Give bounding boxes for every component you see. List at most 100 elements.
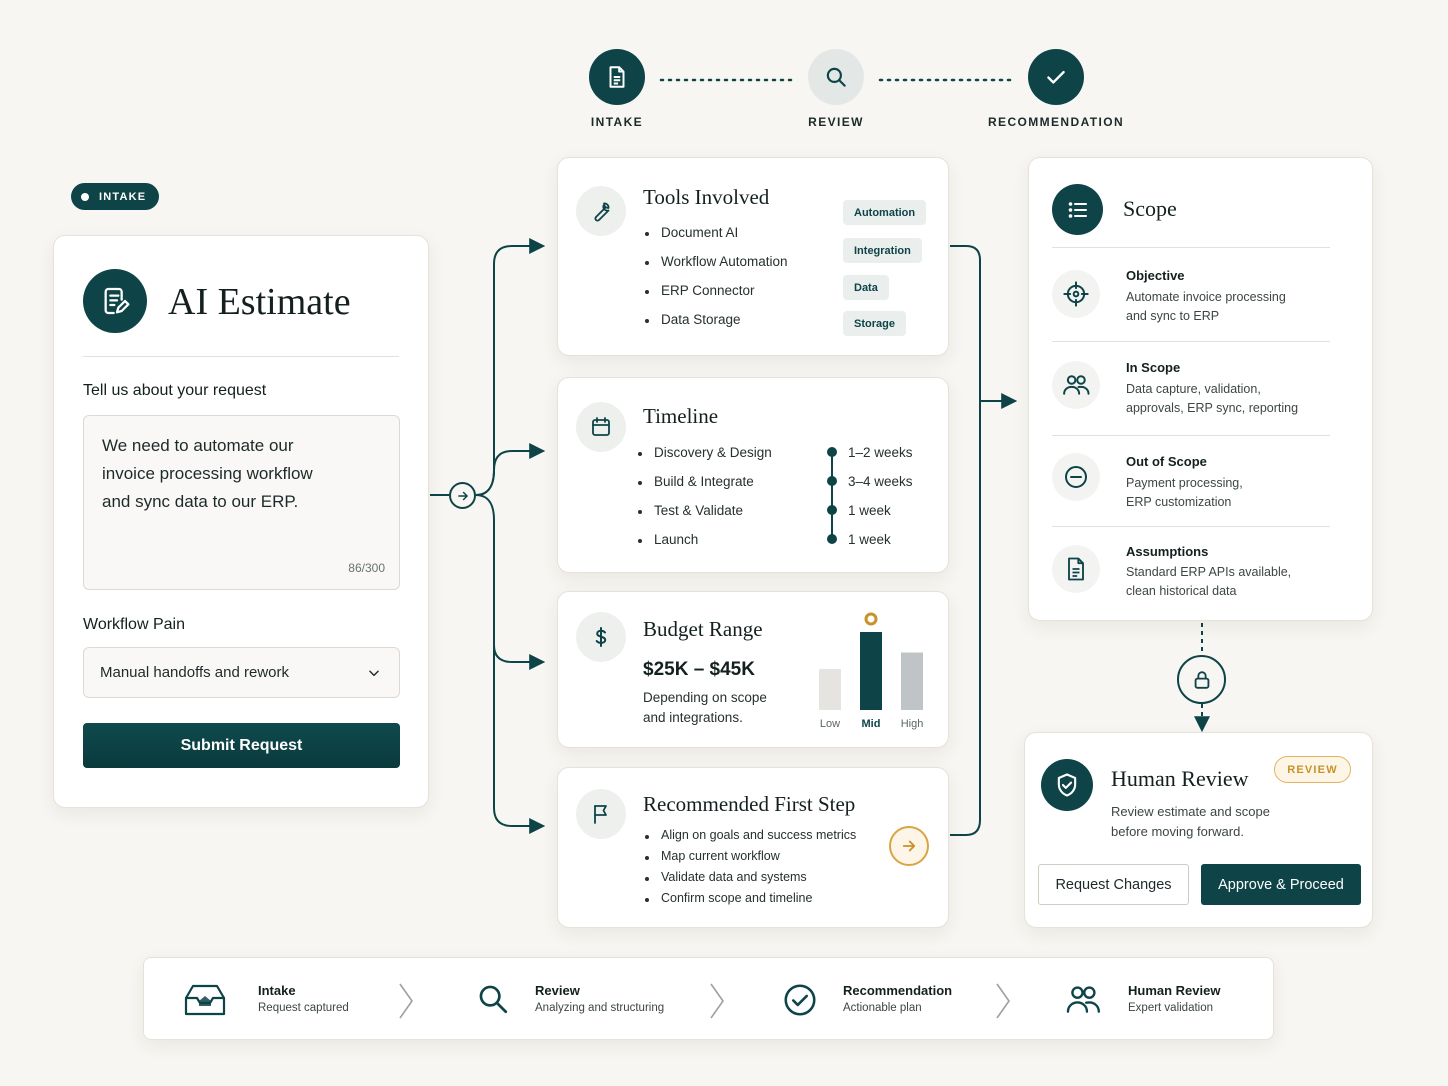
- first-step-icon-badge: [576, 789, 626, 839]
- scope-row-title: Objective: [1126, 268, 1185, 283]
- edit-document-icon: [104, 287, 130, 315]
- flow-step-sub: Expert validation: [1128, 1002, 1214, 1014]
- flow-step-title: Recommendation: [843, 983, 953, 998]
- scope-card: Scope Objective Automate invoice process…: [1028, 157, 1373, 621]
- budget-icon-badge: [576, 612, 626, 662]
- chevron-right-icon: [710, 983, 724, 1019]
- timeline-duration: 1 week: [848, 532, 891, 547]
- step-recommendation-label: RECOMMENDATION: [987, 115, 1125, 129]
- search-icon: [479, 985, 508, 1014]
- timeline-track: [831, 451, 833, 539]
- tag-integration: Integration: [843, 238, 922, 263]
- budget-bar-label: High: [901, 718, 924, 730]
- tools-title: Tools Involved: [643, 185, 770, 209]
- tools-list-item: Workflow Automation: [644, 254, 788, 283]
- check-circle-icon: [784, 984, 816, 1016]
- scope-title: Scope: [1123, 196, 1177, 221]
- minus-circle-icon: [1065, 466, 1087, 488]
- human-review-card: Human Review REVIEW Review estimate and …: [1024, 732, 1373, 928]
- budget-card: Budget Range $25K – $45K Depending on sc…: [557, 591, 949, 748]
- list-icon: [1068, 201, 1087, 218]
- chevron-right-icon: [399, 983, 413, 1019]
- tools-list-item: Data Storage: [644, 312, 788, 341]
- timeline-duration: 3–4 weeks: [848, 474, 913, 489]
- flow-step-title: Human Review: [1128, 983, 1221, 998]
- budget-note: Depending on scope and integrations.: [643, 690, 767, 725]
- pain-label: Workflow Pain: [83, 616, 185, 633]
- tag-automation: Automation: [843, 200, 927, 225]
- scope-divider: [1052, 526, 1330, 527]
- request-label: Tell us about your request: [83, 382, 267, 399]
- flow-step-sub: Actionable plan: [843, 1002, 922, 1014]
- request-changes-label: Request Changes: [1055, 876, 1172, 893]
- scope-row-text: Data capture, validation, approvals, ERP…: [1126, 382, 1299, 415]
- calendar-icon: [592, 417, 610, 436]
- scope-row-icon: [1052, 270, 1100, 318]
- bottom-flow-bar: Intake Request captured Review Analyzing…: [143, 957, 1274, 1040]
- review-badge-label: REVIEW: [1287, 763, 1338, 776]
- first-step-list: Align on goals and success metrics Map c…: [644, 828, 856, 912]
- budget-title: Budget Range: [643, 617, 763, 641]
- scope-row-icon: [1052, 361, 1100, 409]
- approve-proceed-button[interactable]: Approve & Proceed: [1201, 864, 1361, 905]
- step-review-label: REVIEW: [808, 115, 864, 129]
- approve-proceed-label: Approve & Proceed: [1218, 876, 1344, 893]
- tools-list-item: Document AI: [644, 225, 788, 254]
- scope-row-icon: [1052, 453, 1100, 501]
- dollar-icon: [595, 627, 607, 647]
- submit-request-button[interactable]: Submit Request: [83, 723, 400, 768]
- budget-marker: [864, 612, 878, 626]
- arrow-right-icon: [457, 491, 468, 500]
- search-icon: [826, 67, 846, 87]
- document-icon: [1068, 557, 1084, 581]
- step-review[interactable]: [808, 49, 864, 105]
- tools-list: Document AI Workflow Automation ERP Conn…: [644, 225, 788, 341]
- lock-icon: [1194, 670, 1209, 689]
- chevron-right-icon: [996, 983, 1010, 1019]
- check-icon: [1047, 70, 1065, 84]
- step-intake[interactable]: [589, 49, 645, 105]
- document-icon: [609, 66, 625, 88]
- wrench-icon: [594, 202, 610, 222]
- ai-estimate-card: AI Estimate Tell us about your request W…: [53, 235, 429, 808]
- review-icon-badge: [1041, 759, 1093, 811]
- branch-arrow-node: [449, 482, 476, 509]
- scope-divider: [1052, 341, 1330, 342]
- workflow-pain-select[interactable]: Manual handoffs and rework: [83, 647, 400, 698]
- review-text: Review estimate and scope before moving …: [1111, 804, 1270, 839]
- scope-icon-badge: [1052, 184, 1103, 235]
- target-icon: [1063, 281, 1089, 307]
- timeline-phase: Launch: [637, 532, 772, 561]
- timeline-dot: [827, 447, 837, 457]
- timeline-phases: Discovery & Design Build & Integrate Tes…: [637, 445, 772, 561]
- first-step-go-button[interactable]: [889, 826, 929, 866]
- timeline-phase: Discovery & Design: [637, 445, 772, 474]
- intake-badge: INTAKE: [71, 183, 159, 210]
- users-icon: [1063, 375, 1090, 395]
- inbox-icon: [184, 984, 226, 1016]
- scope-divider: [1052, 247, 1330, 248]
- timeline-phase: Test & Validate: [637, 503, 772, 532]
- request-textarea[interactable]: We need to automate our invoice processi…: [83, 415, 400, 590]
- pain-select-value: Manual handoffs and rework: [100, 664, 290, 681]
- flow-step-title: Review: [535, 983, 580, 998]
- users-icon: [1066, 986, 1101, 1013]
- arrow-right-icon: [902, 840, 916, 852]
- request-changes-button[interactable]: Request Changes: [1038, 864, 1189, 905]
- request-text: We need to automate our invoice processi…: [102, 436, 313, 511]
- scope-row-title: In Scope: [1126, 360, 1181, 375]
- scope-row-text: Standard ERP APIs available, clean histo…: [1126, 565, 1292, 598]
- estimate-divider: [83, 356, 399, 357]
- first-step-item: Validate data and systems: [644, 870, 856, 891]
- scope-row-text: Automate invoice processing and sync to …: [1126, 290, 1286, 323]
- step-recommendation[interactable]: [1028, 49, 1084, 105]
- timeline-dot: [827, 476, 837, 486]
- scope-row-title: Out of Scope: [1126, 454, 1207, 469]
- tag-storage: Storage: [843, 311, 906, 336]
- flow-step-sub: Request captured: [258, 1002, 349, 1014]
- flow-step-title: Intake: [258, 983, 296, 998]
- review-title: Human Review: [1111, 766, 1249, 791]
- first-step-title: Recommended First Step: [643, 792, 856, 816]
- timeline-duration: 1–2 weeks: [848, 445, 913, 460]
